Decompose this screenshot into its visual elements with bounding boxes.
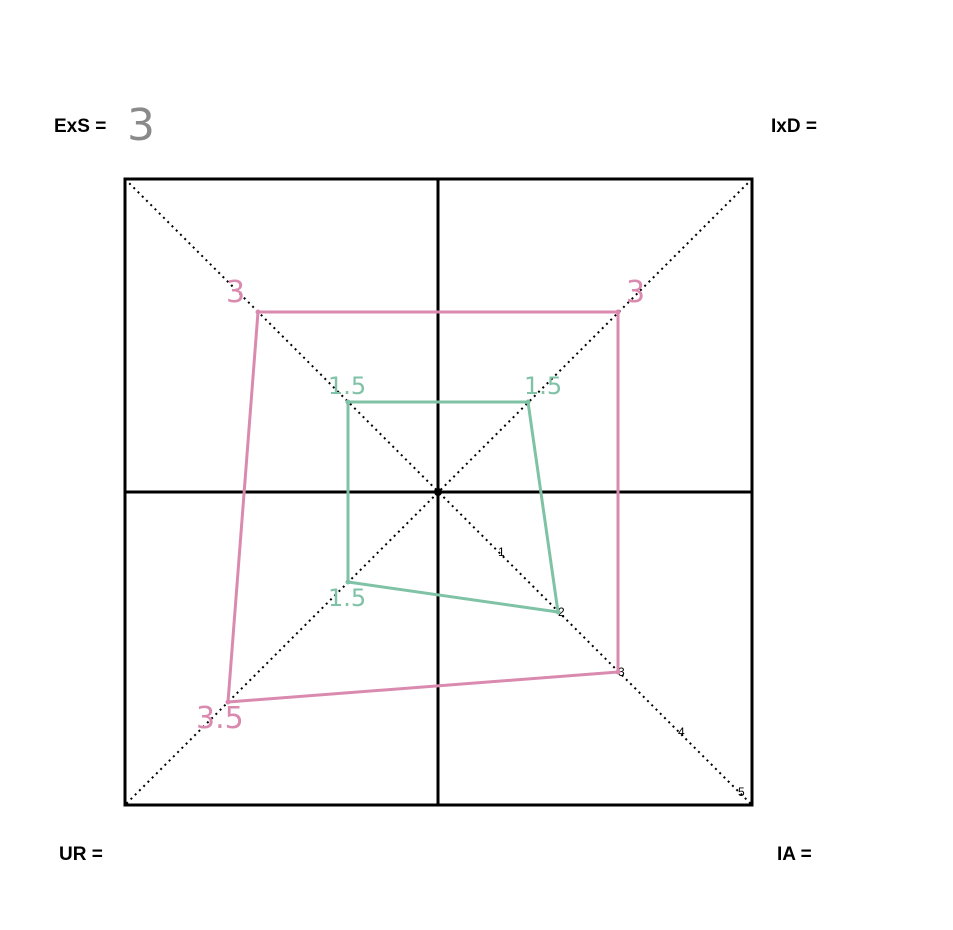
scale-tick-label: 5 <box>738 785 745 799</box>
center-point <box>434 488 442 496</box>
handwritten-value-label: 3.5 <box>196 701 244 736</box>
scale-tick-label: 2 <box>558 605 565 619</box>
ixd-label: IxD = <box>771 116 817 137</box>
series-point <box>345 579 351 585</box>
series-point <box>615 669 621 675</box>
series-point <box>555 609 561 615</box>
series-point <box>225 699 231 705</box>
handwritten-value-label: 1.5 <box>328 372 366 400</box>
diagonal-exs-ia <box>124 178 753 806</box>
handwritten-value-label: 3 <box>226 275 245 310</box>
handwritten-value-label: 1.5 <box>524 372 562 400</box>
scale-tick-label: 1 <box>498 545 505 559</box>
ur-label: UR = <box>59 844 103 865</box>
exs-handwritten-value: 3 <box>127 100 155 151</box>
series-point <box>525 399 531 405</box>
handwritten-value-label: 3 <box>626 275 645 310</box>
series-point <box>345 399 351 405</box>
exs-label: ExS = <box>54 116 107 137</box>
scale-tick-label: 3 <box>618 665 625 679</box>
handwritten-value-label: 1.5 <box>328 584 366 612</box>
scale-tick-label: 4 <box>678 725 685 739</box>
series-point <box>615 309 621 315</box>
ia-label: IA = <box>777 844 812 865</box>
series-point <box>255 309 261 315</box>
